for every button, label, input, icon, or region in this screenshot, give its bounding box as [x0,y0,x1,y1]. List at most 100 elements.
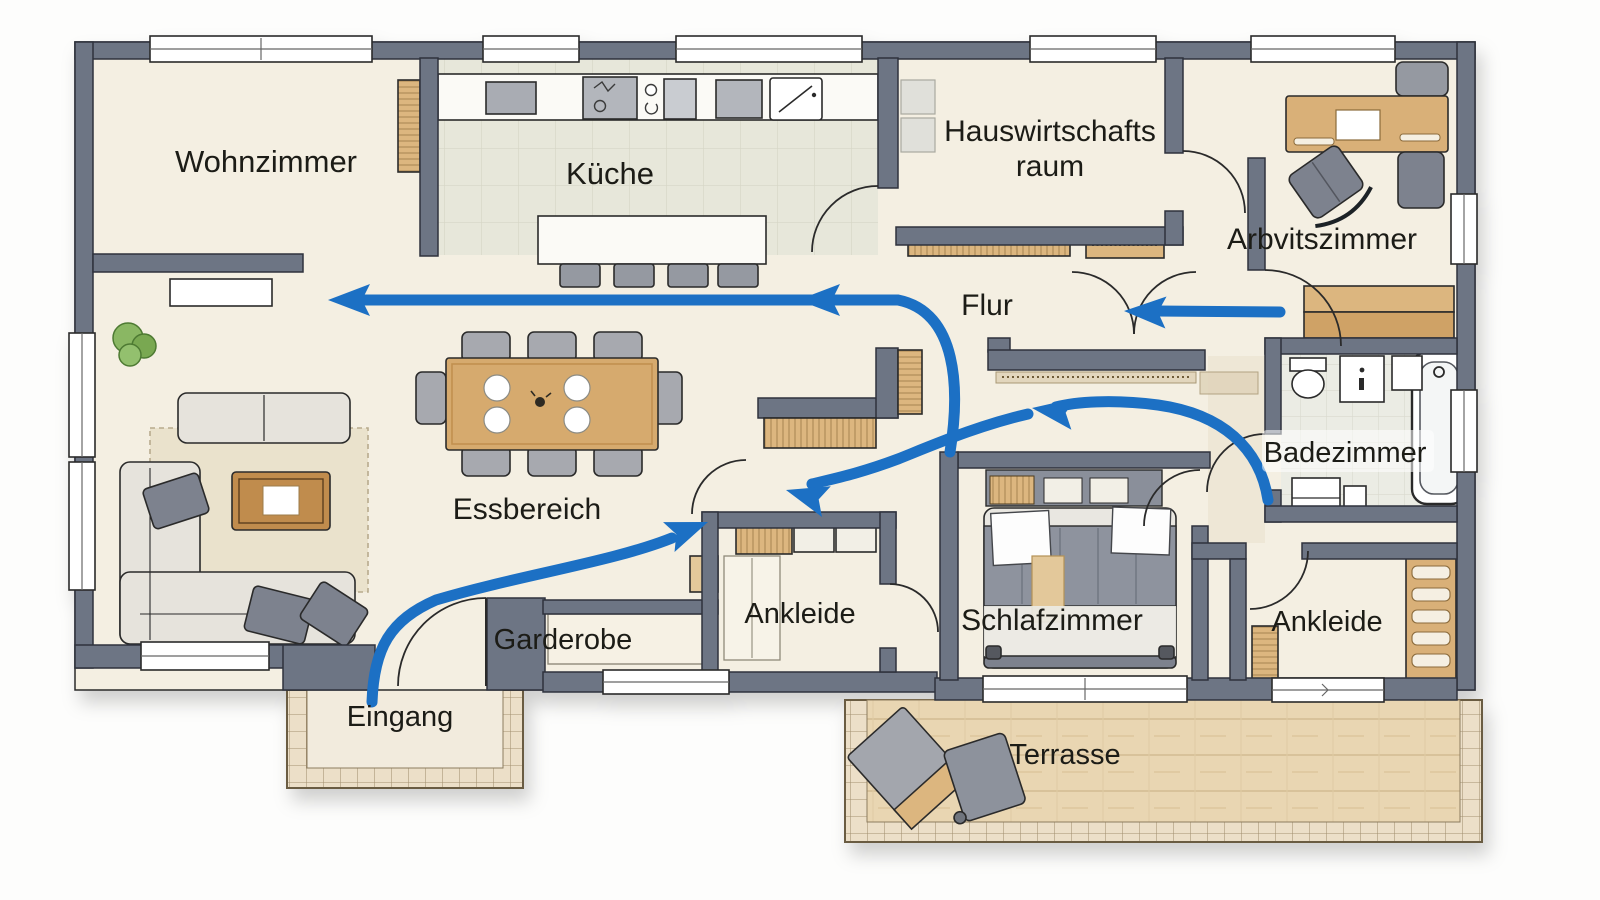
stove [582,76,659,120]
room-schlafzimmer [983,469,1177,669]
kitchen-island [537,215,767,265]
window [1450,389,1478,473]
window [140,641,270,671]
room-labels: Wohnzimmer Küche Hauswirtschafts raum Ar… [175,115,1427,771]
room-label-kueche: Küche [566,156,654,191]
room-wohnzimmer [112,79,421,647]
cutting-board [769,77,823,121]
shelf [1391,355,1423,391]
room-essbereich [415,331,683,477]
chair [1397,151,1445,209]
room-label-eingang: Eingang [347,701,453,733]
sideboard [1303,285,1455,339]
drawer-wardrobe [1405,555,1457,683]
lounge-chair-2 [943,732,1026,825]
flow-arrow-bad-to-ankleide [786,396,1274,517]
bedroom-door-arc [1143,469,1201,527]
stool [613,263,655,288]
paper [1335,109,1381,141]
study-door-arc [1264,269,1342,347]
bed [983,506,1177,669]
arrowhead [786,486,831,517]
bath-door-arc [1206,433,1266,493]
sofa-corner [119,461,369,647]
tv-board [169,278,273,307]
chair [1395,61,1449,97]
windows [68,35,1478,703]
flow-arrow-eingang-to-hall [366,522,708,708]
room-label-wohnzimmer: Wohnzimmer [175,144,357,179]
dining-hall-door-arc [691,459,747,515]
sink-unit [1339,355,1385,403]
entry-door-arc [397,597,487,687]
room-label-arbeitszimmer: Arbvitszimmer [1227,223,1417,256]
window [1450,193,1478,265]
room-terrasse [844,699,1483,843]
window [1250,35,1396,63]
room-label-terrasse: Terrasse [1009,739,1120,771]
coffee-table [231,471,331,531]
washer [900,79,936,115]
window [68,332,96,458]
room-label-flur: Flur [961,289,1013,322]
flur-fittings [547,347,1259,665]
table-deco [535,397,545,407]
arrowhead [1032,398,1076,430]
arrowhead [1124,296,1167,329]
stool [559,263,601,288]
stool [667,263,709,288]
toilet [1289,357,1327,399]
microwave [485,81,537,115]
room-ankleide-2 [1251,555,1457,683]
plant [112,322,157,367]
dressing2-door-arc [1249,550,1309,610]
arrowhead [663,522,708,552]
pillow [989,509,1053,567]
hall-door-arc [1133,271,1197,335]
arrowhead [328,284,370,316]
room-arbeitszimmer [1285,61,1455,339]
room-label-garderobe: Garderobe [494,624,633,656]
oven [663,78,697,120]
window [482,35,580,63]
desk [1285,95,1449,153]
room-label-schlafzimmer: Schlafzimmer [961,604,1143,637]
room-label-ankleide-1: Ankleide [744,598,855,630]
cushion [142,472,210,530]
room-kueche [437,73,879,288]
cushion [299,581,369,647]
pillow [1110,506,1172,556]
label-plate [1262,430,1434,472]
mat [1199,371,1259,395]
room-eingang [286,689,524,789]
room-label-hauswirtschaftsraum-1: Hauswirtschafts [944,115,1156,148]
terrace-door [982,675,1188,703]
dressing1-door-arc [889,583,939,633]
window [149,35,373,63]
flow-arrow-hall-to-wohnzimmer [328,284,961,458]
window [675,35,863,63]
room-label-badezimmer: Badezimmer [1264,437,1427,469]
window [1271,677,1385,703]
kitchen-door-arc [811,185,879,253]
room-label-ankleide-2: Ankleide [1271,606,1382,638]
room-label-essbereich: Essbereich [453,493,601,526]
building: Wohnzimmer Küche Hauswirtschafts raum Ar… [68,35,1483,843]
wall-shelf [995,371,1197,384]
window [602,669,730,695]
dining-table [445,357,659,451]
dryer [900,117,936,153]
wardrobe-sideboard [985,469,1163,507]
stool [717,263,759,288]
shelf [397,79,421,173]
office-chair [1288,145,1373,229]
flow-arrows [328,284,1286,708]
arrowhead [798,284,840,316]
sink [715,79,763,119]
hall-wardrobe-wall [757,347,923,449]
flow-arrow-arbeitszimmer-to-flur [1124,296,1286,329]
utility-door-arc [1182,150,1246,214]
chair [415,371,447,425]
window [1029,35,1157,63]
